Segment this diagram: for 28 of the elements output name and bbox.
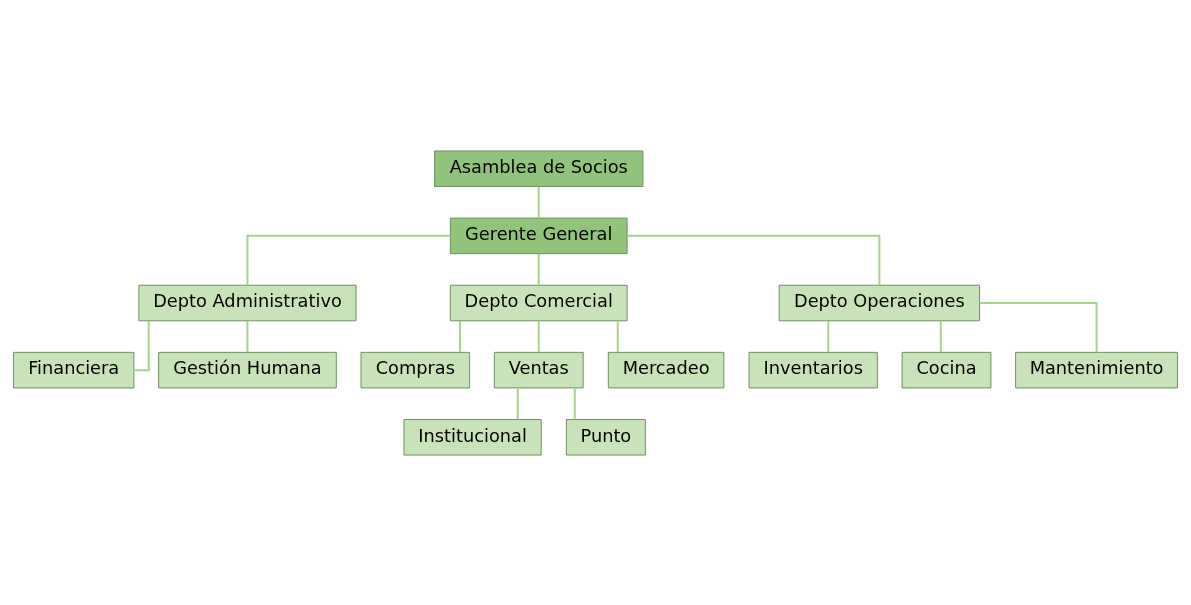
node-box: Mercadeo — [607, 351, 725, 388]
connector — [537, 252, 540, 286]
node-box: Compras — [360, 351, 471, 388]
node-box: Mantenimiento — [1015, 351, 1179, 388]
connector — [537, 319, 540, 353]
connector — [827, 319, 830, 353]
node-box: Depto Administrativo — [138, 284, 357, 321]
node-box: Institucional — [403, 418, 542, 456]
connector — [537, 185, 540, 219]
connector — [246, 319, 249, 353]
node-box: Gestión Humana — [158, 351, 337, 388]
connector — [616, 319, 619, 353]
node-box: Inventarios — [748, 351, 878, 388]
node-box: Depto Comercial — [449, 284, 628, 321]
node-box: Depto Operaciones — [778, 284, 981, 321]
node-box: Cocina — [901, 351, 992, 388]
node-box: Asamblea de Socios — [434, 149, 644, 187]
connector — [978, 301, 1098, 353]
connector — [459, 319, 461, 353]
connector — [516, 386, 519, 420]
node-box: Financiera — [12, 351, 135, 388]
connector — [939, 319, 942, 353]
node-box: Punto — [565, 418, 646, 456]
connector — [573, 386, 576, 420]
connector — [626, 234, 881, 286]
node-box: Gerente General — [449, 217, 628, 254]
node-box: Ventas — [493, 351, 584, 388]
connector — [246, 234, 452, 286]
